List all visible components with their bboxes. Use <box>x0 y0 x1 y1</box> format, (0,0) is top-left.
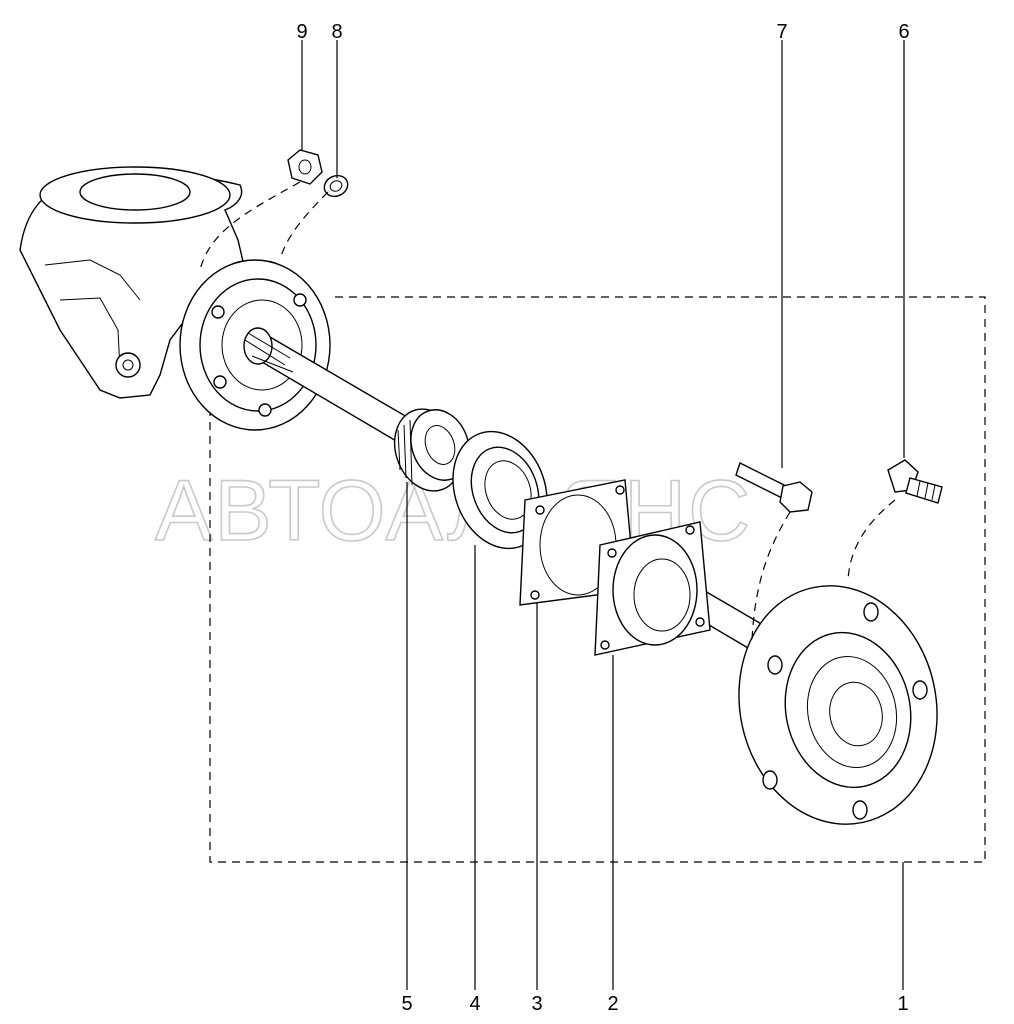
hub-flange <box>738 585 938 825</box>
label-5: 5 <box>401 993 412 1015</box>
label-2: 2 <box>607 993 618 1015</box>
label-4: 4 <box>469 993 480 1015</box>
bearing-retainer <box>594 521 711 656</box>
bolt <box>735 462 813 513</box>
label-8: 8 <box>331 21 342 43</box>
label-6: 6 <box>898 21 909 43</box>
nut-assembly-path <box>199 181 301 271</box>
label-1: 1 <box>897 993 908 1015</box>
label-3: 3 <box>531 993 542 1015</box>
lock-washer <box>323 174 349 198</box>
stud-assembly-path <box>847 499 896 581</box>
assembly-boundary <box>209 296 986 863</box>
nut <box>287 149 323 185</box>
label-7: 7 <box>776 21 787 43</box>
washer-assembly-path <box>279 191 329 261</box>
label-9: 9 <box>296 21 307 43</box>
axle-housing <box>19 166 331 431</box>
wheel-stud <box>887 459 943 504</box>
bolt-assembly-path <box>751 511 791 641</box>
